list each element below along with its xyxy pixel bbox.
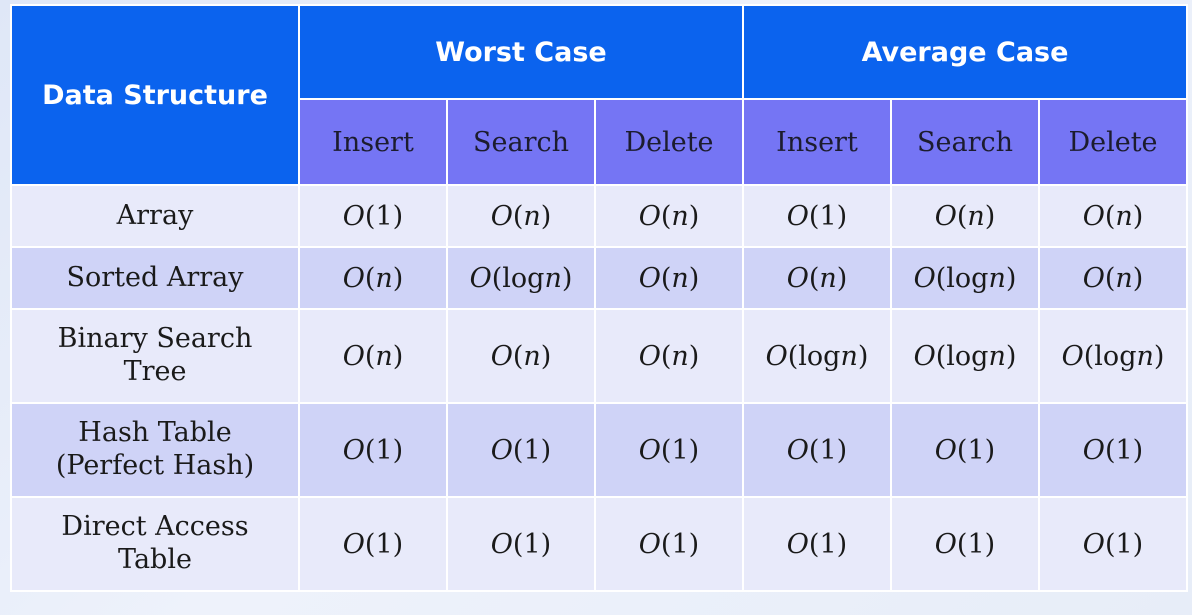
- cell-worst-insert: O(1): [298, 496, 448, 592]
- cell-worst-insert: O(1): [298, 184, 448, 248]
- cell-average-insert: O(n): [742, 246, 892, 310]
- cell-worst-search: O(n): [446, 308, 596, 404]
- row-label-line: Table: [118, 544, 192, 575]
- cell-worst-search: O(1): [446, 496, 596, 592]
- row-label-line: Tree: [123, 356, 187, 387]
- header-average-case: Average Case: [741, 4, 1189, 100]
- row-label-line: Array: [116, 199, 194, 231]
- cell-average-delete: O(logn): [1037, 308, 1189, 404]
- cell-average-delete: O(n): [1037, 246, 1189, 310]
- header-average-delete: Delete: [1037, 98, 1189, 186]
- header-data-structure: Data Structure: [10, 4, 300, 186]
- row-label-line: Sorted Array: [66, 261, 244, 293]
- row-label: Array: [10, 184, 300, 248]
- cell-average-insert: O(1): [742, 184, 892, 248]
- cell-average-delete: O(1): [1037, 496, 1189, 592]
- cell-average-search: O(1): [890, 402, 1040, 498]
- cell-average-search: O(logn): [890, 308, 1040, 404]
- cell-average-insert: O(logn): [742, 308, 892, 404]
- row-label-line: Direct Access: [61, 511, 249, 543]
- header-worst-insert: Insert: [298, 98, 448, 186]
- cell-worst-insert: O(n): [298, 246, 448, 310]
- cell-worst-delete: O(1): [594, 496, 744, 592]
- cell-average-search: O(logn): [890, 246, 1040, 310]
- table-row: Hash Table(Perfect Hash)O(1)O(1)O(1)O(1)…: [10, 402, 1189, 498]
- cell-worst-search: O(1): [446, 402, 596, 498]
- header-worst-case: Worst Case: [298, 4, 744, 100]
- header-worst-search: Search: [446, 98, 596, 186]
- header-average-search: Search: [890, 98, 1040, 186]
- cell-worst-insert: O(1): [298, 402, 448, 498]
- cell-worst-insert: O(n): [298, 308, 448, 404]
- cell-average-search: O(1): [890, 496, 1040, 592]
- row-label-line: (Perfect Hash): [55, 450, 255, 481]
- complexity-table: Data Structure Worst Case Average Case I…: [10, 4, 1189, 592]
- cell-worst-delete: O(n): [594, 308, 744, 404]
- cell-worst-delete: O(n): [594, 184, 744, 248]
- row-label: Sorted Array: [10, 246, 300, 310]
- cell-average-delete: O(1): [1037, 402, 1189, 498]
- cell-worst-delete: O(n): [594, 246, 744, 310]
- cell-average-insert: O(1): [742, 496, 892, 592]
- cell-average-delete: O(n): [1037, 184, 1189, 248]
- cell-average-insert: O(1): [742, 402, 892, 498]
- cell-worst-search: O(n): [446, 184, 596, 248]
- cell-average-search: O(n): [890, 184, 1040, 248]
- row-label: Hash Table(Perfect Hash): [10, 402, 300, 498]
- cell-worst-search: O(logn): [446, 246, 596, 310]
- row-label-line: Binary Search: [57, 323, 253, 355]
- header-worst-delete: Delete: [594, 98, 744, 186]
- header-average-insert: Insert: [742, 98, 892, 186]
- row-label-line: Hash Table: [78, 417, 232, 449]
- cell-worst-delete: O(1): [594, 402, 744, 498]
